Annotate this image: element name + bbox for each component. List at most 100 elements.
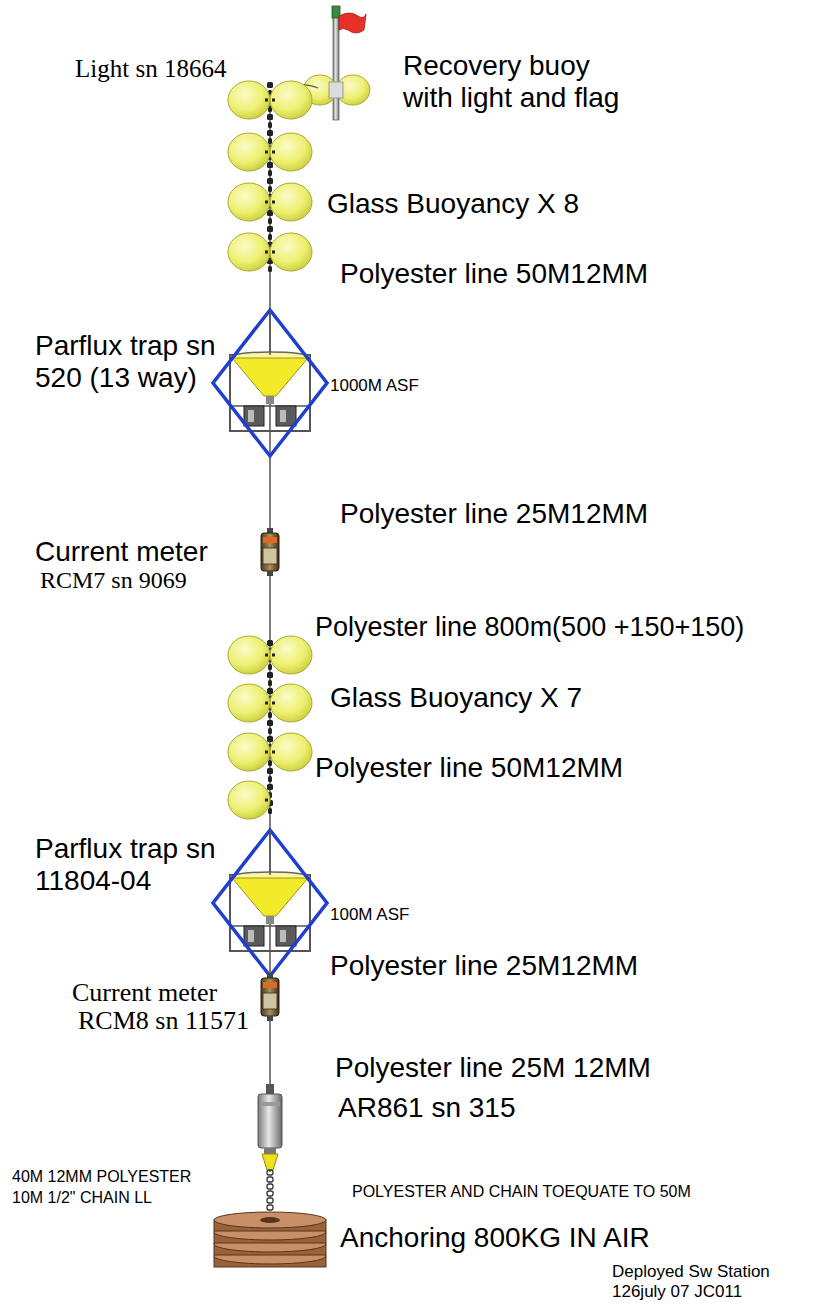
glass-sphere (228, 733, 270, 771)
chain-link (267, 1191, 273, 1196)
chain-link (268, 218, 272, 224)
sphere-clamp (265, 99, 268, 102)
current-meter (261, 528, 279, 576)
release-shackle (266, 1084, 274, 1094)
chain-link (268, 680, 272, 686)
part-label: Polyester line 25M 12MM (335, 1052, 651, 1084)
anchor-chain (267, 1170, 273, 1210)
sphere-clamp (272, 251, 275, 254)
part-label: RCM7 sn 9069 (40, 567, 187, 595)
chain-link (267, 178, 273, 184)
release-band (260, 1102, 280, 1106)
glass-sphere (270, 684, 312, 722)
sphere-clamp (272, 702, 275, 705)
chain-link (268, 234, 272, 240)
glass-sphere (228, 684, 270, 722)
glass-sphere (270, 183, 312, 221)
part-label: Polyester line 25M12MM (340, 498, 648, 530)
sphere-clamp (265, 251, 268, 254)
buoy-flag (339, 13, 366, 33)
sphere-clamp (265, 702, 268, 705)
sphere-clamp (272, 654, 275, 657)
current-meter (261, 973, 279, 1021)
part-label: Parflux trap sn 520 (13 way) (35, 330, 240, 394)
sphere-clamp (272, 751, 275, 754)
glass-buoyancy (228, 81, 312, 819)
chain-link (267, 640, 273, 646)
part-label: POLYESTER AND CHAIN TOEQUATE TO 50M (352, 1183, 691, 1201)
sphere-clamp (265, 654, 268, 657)
glass-sphere (228, 133, 270, 171)
part-label: Anchoring 800KG IN AIR (340, 1222, 650, 1254)
glass-sphere (270, 636, 312, 674)
glass-sphere (270, 733, 312, 771)
sphere-clamp (265, 799, 268, 802)
chain-link (267, 784, 273, 790)
glass-sphere (270, 133, 312, 171)
part-label: Parflux trap sn 11804-04 (35, 833, 240, 897)
part-label: Polyester line 800m(500 +150+150) (315, 612, 744, 643)
anchor-weight (214, 1212, 326, 1267)
glass-sphere (228, 636, 270, 674)
glass-sphere (228, 781, 270, 819)
chain-link (267, 82, 273, 88)
buoy-collar (329, 82, 343, 98)
chain-link (267, 672, 273, 678)
chain-link (267, 162, 273, 168)
release-body (258, 1094, 282, 1148)
buoy-pole (333, 10, 339, 120)
chain-link (268, 776, 272, 782)
part-label: Current meter (35, 536, 208, 568)
part-label: Polyester line 50M12MM (340, 258, 648, 290)
chain-link (268, 664, 272, 670)
sphere-clamp (265, 151, 268, 154)
part-label: RCM8 sn 11571 (78, 1006, 249, 1036)
sphere-clamp (272, 201, 275, 204)
caption-note: Deployed Sw Station 126july 07 JC011 (612, 1262, 787, 1301)
part-label: 40M 12MM POLYESTER (12, 1168, 191, 1186)
chain-link (267, 114, 273, 120)
chain-link (268, 712, 272, 718)
glass-sphere (270, 233, 312, 271)
part-label: Glass Buoyancy X 8 (327, 188, 579, 220)
chain-link (268, 138, 272, 144)
part-label: AR861 sn 315 (338, 1092, 515, 1124)
chain-link (268, 760, 272, 766)
sphere-clamp (272, 99, 275, 102)
part-label: Current meter (72, 978, 217, 1008)
part-label: Recovery buoy with light and flag (403, 50, 635, 114)
sphere-clamp (272, 151, 275, 154)
chain-link (267, 720, 273, 726)
glass-sphere (228, 81, 270, 119)
chain-link (268, 122, 272, 128)
chain-link (267, 688, 273, 694)
anchor-eye (260, 1217, 280, 1223)
sediment-trap (213, 830, 327, 976)
part-label: Polyester line 25M12MM (330, 950, 638, 982)
chain-link (267, 1198, 273, 1203)
part-label: Light sn 18664 (75, 55, 226, 84)
glass-sphere (228, 233, 270, 271)
chain-link (267, 768, 273, 774)
chain-link (268, 170, 272, 176)
glass-sphere (270, 81, 312, 119)
recovery-buoy (303, 6, 370, 120)
part-label: 100M ASF (330, 905, 409, 925)
chain-link (267, 1170, 273, 1175)
chain-link (267, 1205, 273, 1210)
chain-link (268, 186, 272, 192)
chain-link (268, 266, 272, 272)
acoustic-release (258, 1084, 282, 1170)
chain-link (267, 1177, 273, 1182)
release-transducer (262, 1154, 278, 1170)
sediment-trap (213, 310, 327, 456)
release-hook (264, 1148, 276, 1154)
chain-link (267, 736, 273, 742)
anchor-plate-top (214, 1212, 326, 1228)
sphere-clamp (265, 751, 268, 754)
chain-link (267, 130, 273, 136)
glass-sphere (228, 183, 270, 221)
part-label: Glass Buoyancy X 7 (330, 682, 582, 714)
chain-link (268, 808, 272, 814)
chain-link (268, 728, 272, 734)
